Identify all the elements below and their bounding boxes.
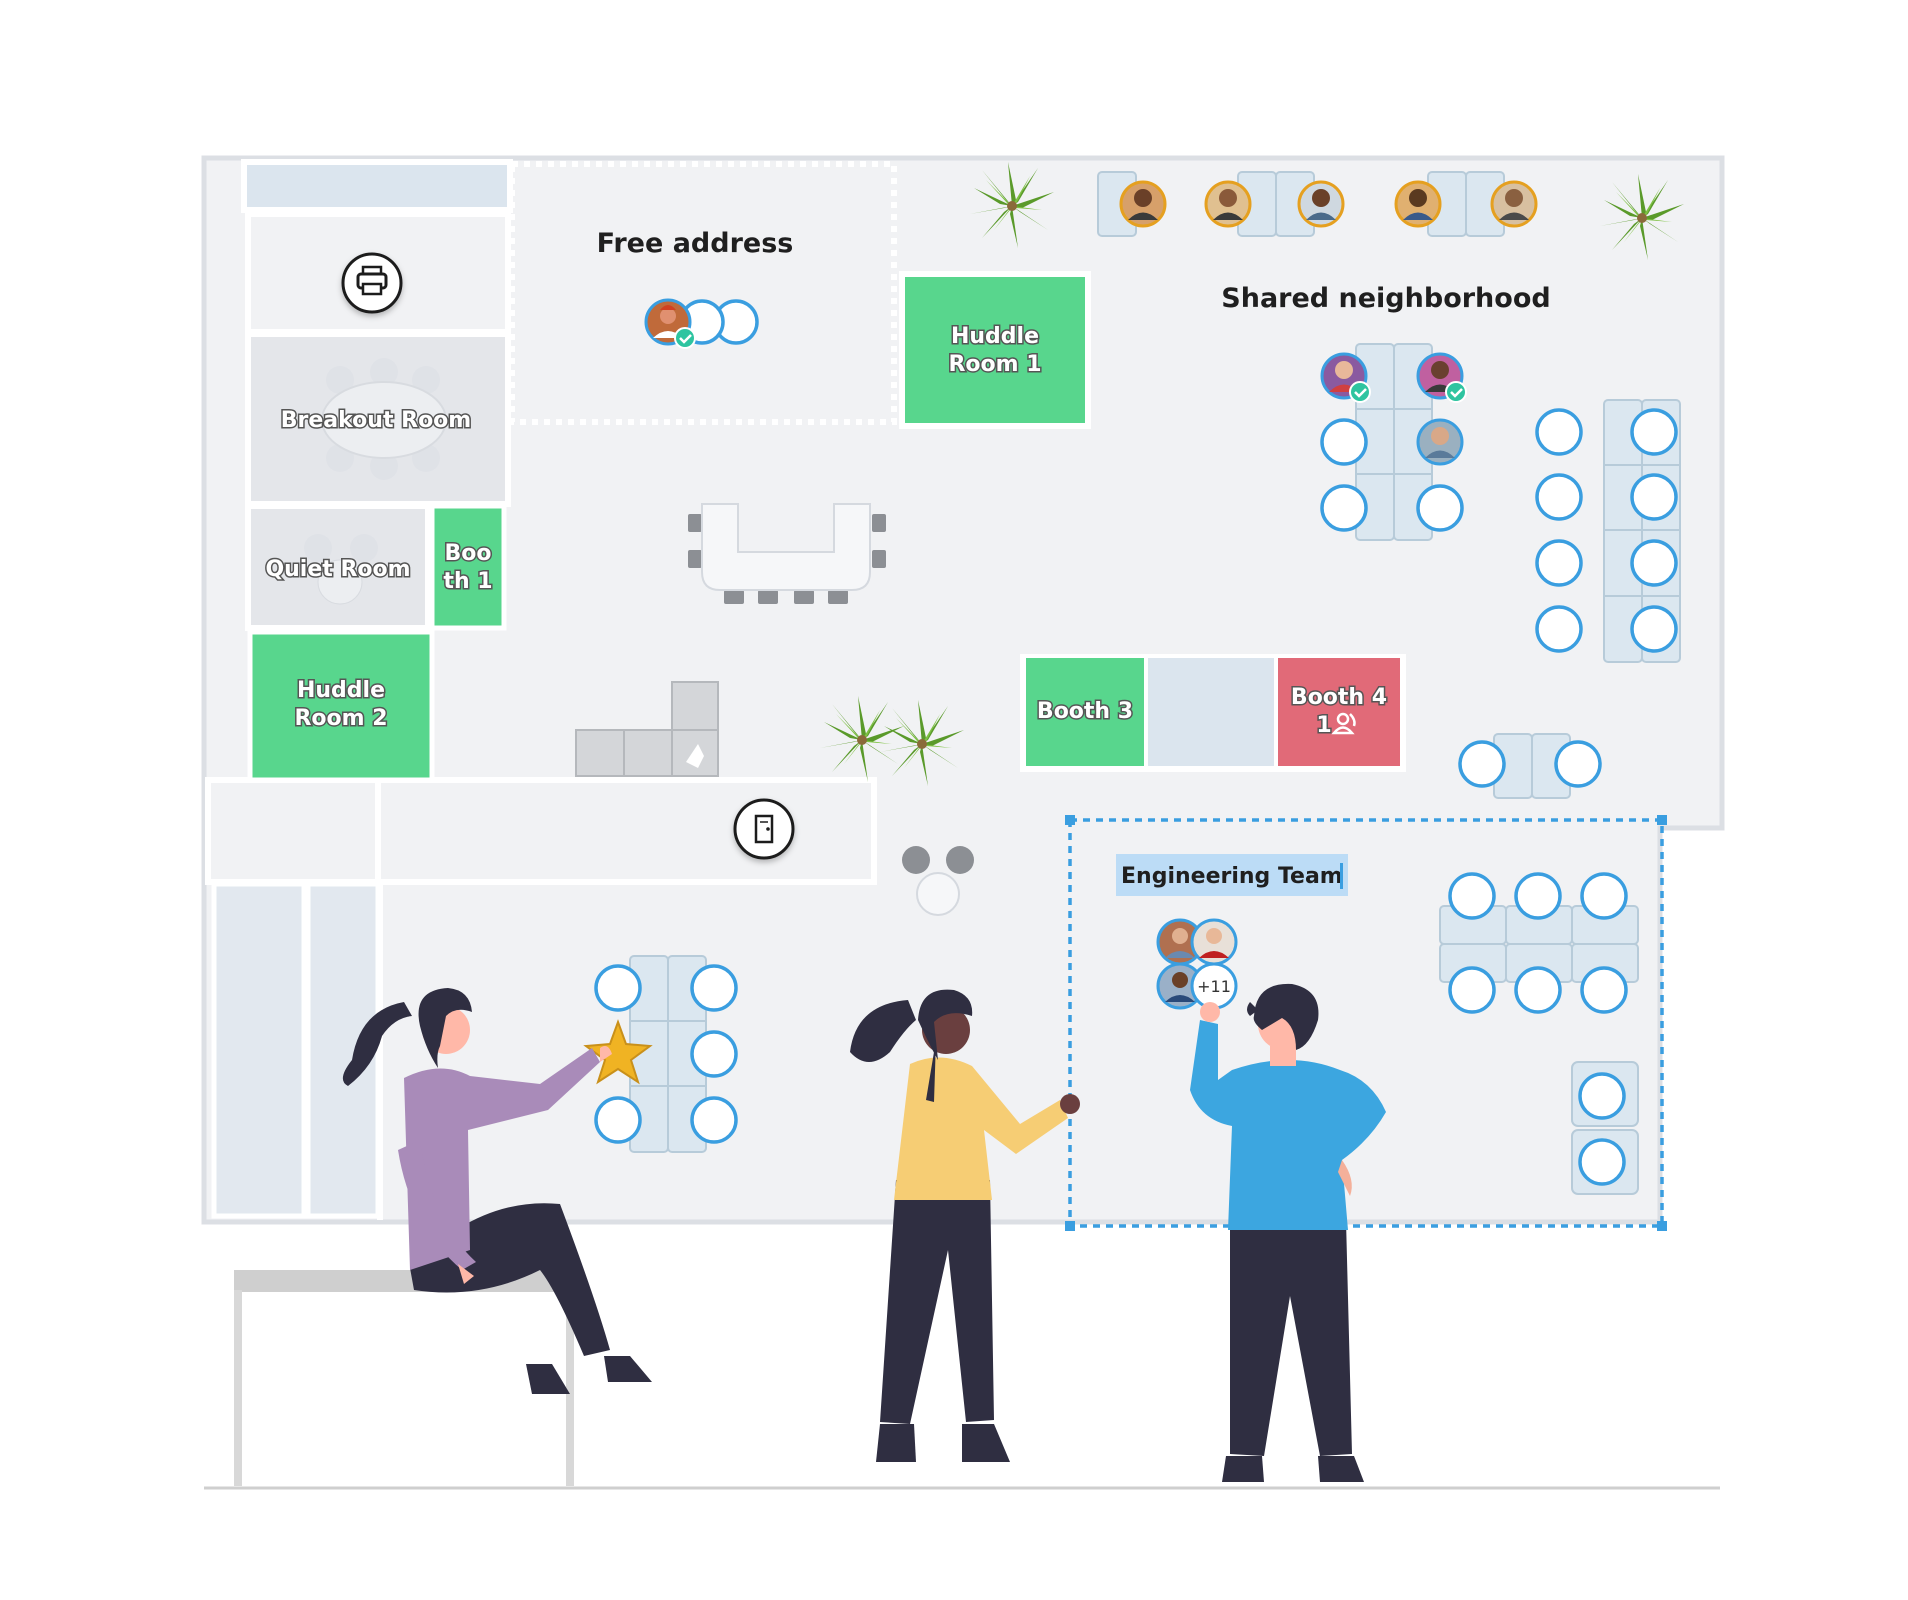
check-icon <box>1445 381 1467 403</box>
seat[interactable] <box>1458 740 1506 788</box>
free-address-label: Free address <box>597 228 794 259</box>
breakout-room-label: Breakout Room <box>281 408 471 433</box>
avatar <box>1156 962 1204 1010</box>
seat[interactable] <box>594 1096 642 1144</box>
avatar[interactable] <box>1490 180 1538 228</box>
booth-1[interactable]: Boo th 1 <box>429 503 507 631</box>
seat[interactable] <box>1630 408 1678 456</box>
seat[interactable] <box>1535 605 1583 653</box>
seat[interactable] <box>1535 408 1583 456</box>
avatar[interactable] <box>1204 180 1252 228</box>
seat[interactable] <box>690 1030 738 1078</box>
quiet-room-label: Quiet Room <box>265 557 410 582</box>
breakout-room[interactable]: Breakout Room <box>279 358 473 480</box>
person-icon <box>1331 712 1356 735</box>
seat[interactable] <box>1554 740 1602 788</box>
seat[interactable] <box>594 964 642 1012</box>
avatar[interactable] <box>1394 180 1442 228</box>
free-address-zone[interactable]: Free address <box>509 161 897 425</box>
door-icon[interactable] <box>733 798 795 860</box>
avatar[interactable] <box>1416 418 1464 466</box>
seat[interactable] <box>1448 966 1496 1014</box>
engineering-team-label[interactable]: Engineering Team <box>1121 864 1343 889</box>
avatar[interactable] <box>1297 180 1345 228</box>
avatar <box>1190 918 1238 966</box>
check-icon <box>1349 381 1371 403</box>
booth-4-label: Booth 4 <box>1291 685 1387 710</box>
booth-4[interactable]: Booth 4 1 <box>1278 658 1400 766</box>
seat[interactable] <box>1580 966 1628 1014</box>
seat[interactable] <box>1514 872 1562 920</box>
huddle-room-1-label-line2: Room 1 <box>948 352 1041 377</box>
star-icon[interactable] <box>583 1019 653 1085</box>
seat[interactable] <box>1578 1072 1626 1120</box>
huddle-room-2-label-line2: Room 2 <box>294 706 387 731</box>
seat[interactable] <box>1416 484 1464 532</box>
seat[interactable] <box>1580 872 1628 920</box>
text-cursor <box>1340 863 1343 889</box>
person-sitting <box>342 988 652 1394</box>
booth-4-occupancy: 1 <box>1316 713 1331 738</box>
booth-1-label-line1: Boo <box>445 541 492 566</box>
seat[interactable] <box>1630 605 1678 653</box>
huddle-room-1-label-line1: Huddle <box>951 324 1039 349</box>
seat[interactable] <box>1514 966 1562 1014</box>
huddle-room-2-label-line1: Huddle <box>297 678 385 703</box>
booth-3[interactable]: Booth 3 <box>1026 658 1144 766</box>
printer-icon[interactable] <box>341 252 403 314</box>
seat[interactable] <box>1535 473 1583 521</box>
sofa <box>575 681 719 777</box>
bench <box>234 1270 574 1486</box>
check-icon <box>674 327 696 349</box>
seat[interactable] <box>1320 418 1368 466</box>
seat[interactable] <box>1535 539 1583 587</box>
seat[interactable] <box>1578 1138 1626 1186</box>
desk-cluster <box>1603 399 1681 663</box>
shared-neighborhood-label: Shared neighborhood <box>1221 283 1550 314</box>
seat[interactable] <box>1630 539 1678 587</box>
person-standing-blue <box>1190 983 1386 1482</box>
team-avatar-group[interactable]: +11 <box>1156 918 1238 1010</box>
person-standing-yellow <box>850 989 1080 1462</box>
seat[interactable] <box>690 1096 738 1144</box>
seat[interactable] <box>1320 484 1368 532</box>
avatar[interactable] <box>1119 180 1167 228</box>
seat[interactable] <box>1448 872 1496 920</box>
more-members-count: +11 <box>1197 977 1231 996</box>
booth-empty[interactable] <box>1148 658 1274 766</box>
seat[interactable] <box>1630 473 1678 521</box>
seat[interactable] <box>690 964 738 1012</box>
engineering-team-zone[interactable]: Engineering Team <box>1065 815 1667 1231</box>
quiet-room[interactable]: Quiet Room <box>264 534 412 605</box>
round-table <box>902 846 974 916</box>
huddle-room-1[interactable]: Huddle Room 1 <box>899 271 1091 429</box>
desk-cluster <box>629 955 707 1153</box>
huddle-room-2[interactable]: Huddle Room 2 <box>247 629 435 783</box>
booth-3-label: Booth 3 <box>1037 699 1133 724</box>
conference-table <box>688 503 886 604</box>
booth-1-label-line2: th 1 <box>443 569 492 594</box>
